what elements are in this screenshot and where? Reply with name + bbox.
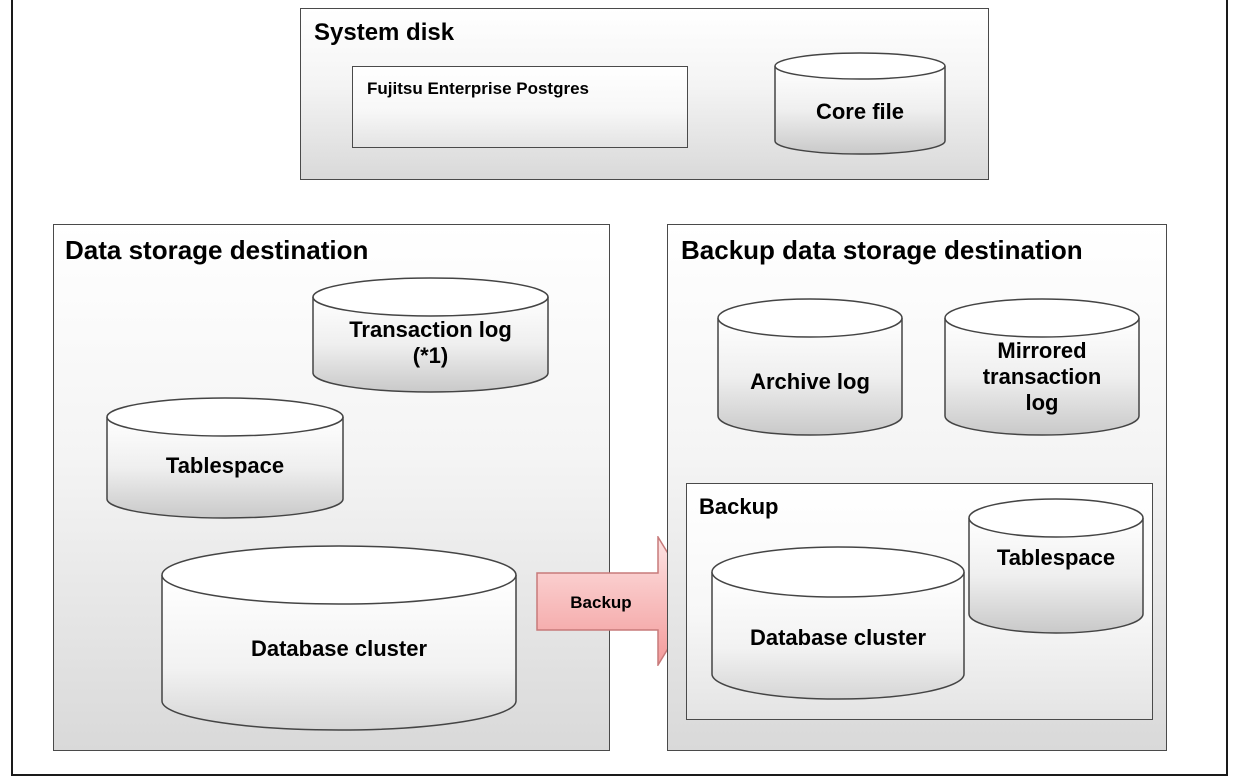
backup-storage-title: Backup data storage destination (681, 235, 1083, 265)
database-cluster-label: Database cluster (250, 636, 428, 661)
transaction-log-cylinder: Transaction log (*1) (312, 277, 549, 393)
tablespace-label: Tablespace (165, 453, 285, 478)
core-file-label: Core file (815, 99, 905, 124)
transaction-log-label: Transaction log (*1) (349, 317, 512, 368)
data-storage-panel: Data storage destination Transaction log… (53, 224, 610, 751)
backup-storage-panel: Backup data storage destination Archive … (667, 224, 1167, 751)
backup-box-title: Backup (699, 494, 779, 519)
backup-database-cluster-label: Database cluster (749, 625, 927, 650)
backup-database-cluster-cylinder: Database cluster (711, 546, 965, 700)
core-file-cylinder: Core file (774, 52, 946, 155)
backup-tablespace-cylinder: Tablespace (968, 498, 1144, 634)
system-disk-panel: System disk Fujitsu Enterprise Postgres … (300, 8, 989, 180)
mirrored-log-cylinder: Mirrored transaction log (944, 298, 1140, 436)
backup-arrow-label: Backup (570, 593, 632, 612)
mirrored-log-label: Mirrored transaction log (982, 338, 1102, 415)
archive-log-label: Archive log (750, 369, 870, 394)
archive-log-cylinder: Archive log (717, 298, 903, 436)
tablespace-cylinder: Tablespace (106, 397, 344, 519)
product-box: Fujitsu Enterprise Postgres (352, 66, 688, 148)
product-label: Fujitsu Enterprise Postgres (367, 79, 589, 98)
backup-box: Backup Database cluster (686, 483, 1153, 720)
database-cluster-cylinder: Database cluster (161, 545, 517, 731)
system-disk-title: System disk (314, 19, 455, 46)
backup-tablespace-label: Tablespace (996, 545, 1116, 570)
data-storage-title: Data storage destination (65, 235, 369, 265)
diagram-frame (11, 0, 1228, 776)
